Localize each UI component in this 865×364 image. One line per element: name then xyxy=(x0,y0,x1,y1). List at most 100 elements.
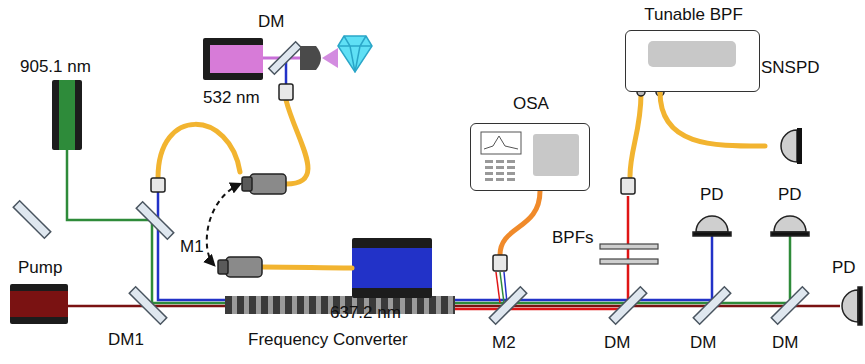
part-label: Pump xyxy=(18,258,62,278)
osa-fiber xyxy=(500,191,540,255)
diamond-sample xyxy=(338,36,372,72)
part-label: M1 xyxy=(180,237,204,257)
laser-637 xyxy=(352,238,432,298)
bpf-plates-part xyxy=(600,259,658,264)
swap-arrow xyxy=(207,184,240,265)
laser-beams-part xyxy=(780,234,790,303)
osa-detail xyxy=(507,166,515,169)
fiber-couplers-part xyxy=(279,84,293,100)
mirrors-part xyxy=(269,42,302,75)
laser-beams-part xyxy=(711,234,714,300)
photodiodes-part xyxy=(842,290,858,322)
osa-detail xyxy=(485,166,493,169)
photodiodes xyxy=(693,216,862,325)
osa-detail xyxy=(533,134,579,176)
mirrors-part xyxy=(13,201,50,238)
fibers-part xyxy=(286,100,308,184)
filter-window xyxy=(648,41,736,67)
part-label: 905.1 nm xyxy=(20,57,91,77)
photodiodes-part xyxy=(771,232,809,236)
instrument-box: Tunable BPF xyxy=(625,30,760,92)
photodiodes-part xyxy=(693,232,731,236)
osa-detail xyxy=(485,172,493,175)
part-label: PD xyxy=(778,185,802,205)
fiber-couplers-part xyxy=(621,178,635,194)
laser-532-part xyxy=(203,38,263,80)
part-label: DM xyxy=(604,333,630,353)
laser-beams-part xyxy=(496,272,500,303)
fiber-couplers-part xyxy=(218,260,228,274)
mirrors-part xyxy=(136,202,173,239)
laser-905-part xyxy=(59,80,75,150)
osa-detail xyxy=(496,172,504,175)
laser-beams-part xyxy=(67,150,780,303)
mirrors-part xyxy=(129,287,166,324)
osa-detail xyxy=(507,178,515,181)
part-label: 532 nm xyxy=(203,88,260,108)
part-label: PD xyxy=(700,185,724,205)
osa-detail xyxy=(485,178,493,181)
detector-outline xyxy=(765,128,805,164)
part-label: 637.2 nm xyxy=(330,303,401,323)
objective-beam xyxy=(322,48,338,68)
detector-back xyxy=(797,128,802,164)
fibers-part xyxy=(158,124,240,178)
laser-637-part xyxy=(352,238,432,298)
part-label: Frequency Converter xyxy=(248,330,408,350)
fiber-couplers xyxy=(151,84,664,277)
photodiodes-part xyxy=(774,216,806,232)
osa-detail xyxy=(496,160,504,163)
mirrors-part xyxy=(609,287,646,324)
instrument-label: SNSPD xyxy=(761,58,820,78)
fiber-couplers-part xyxy=(250,174,286,194)
laser-532 xyxy=(203,38,263,80)
instrument-box: OSA xyxy=(470,123,590,191)
osa-detail xyxy=(484,136,518,149)
fiber-connector xyxy=(660,92,765,146)
laser-beams-part xyxy=(500,272,504,303)
osa-detail xyxy=(507,160,515,163)
photodiodes-part xyxy=(696,216,728,232)
part-label: M2 xyxy=(492,333,516,353)
osa-detail xyxy=(507,172,515,175)
fibers-part xyxy=(630,94,641,176)
diamond-sample-part xyxy=(338,36,372,72)
detector-node: SNSPD xyxy=(765,128,805,164)
part-label: DM xyxy=(258,12,284,32)
instrument-label: Tunable BPF xyxy=(644,5,743,25)
mirrors-part xyxy=(693,287,730,324)
laser-532-part xyxy=(210,45,263,73)
fiber-couplers-part xyxy=(226,257,262,277)
pump-laser xyxy=(10,284,68,324)
pump-laser-part xyxy=(10,291,68,317)
objective-lens xyxy=(300,46,321,70)
laser-905-part xyxy=(52,80,82,150)
osa-detail xyxy=(496,166,504,169)
fiber-couplers-part xyxy=(242,177,252,191)
part-label: DM xyxy=(690,333,716,353)
laser-637-part xyxy=(352,248,432,288)
part-label: DM1 xyxy=(108,330,144,350)
part-label: DM xyxy=(772,333,798,353)
osa-detail xyxy=(496,178,504,181)
bpf-plates-part xyxy=(600,244,658,249)
photodiodes-part xyxy=(858,287,862,325)
detector-dome xyxy=(781,130,797,162)
instrument-label: OSA xyxy=(513,94,549,114)
laser-beams-part xyxy=(455,196,628,309)
osa-panel xyxy=(471,124,588,189)
osa-detail xyxy=(481,132,521,154)
fiber-couplers-part xyxy=(493,255,507,271)
diamond-sample-part xyxy=(338,36,372,72)
fibers-part xyxy=(262,267,352,268)
laser-905 xyxy=(52,80,82,150)
part-label: PD xyxy=(832,258,856,278)
laser-beams xyxy=(67,58,840,309)
laser-beams-part xyxy=(504,272,507,303)
mirrors-part xyxy=(771,287,808,324)
fiber-couplers-part xyxy=(151,178,165,192)
bpf-plates xyxy=(600,244,658,264)
mirrors-part xyxy=(489,287,526,324)
fibers xyxy=(158,94,641,268)
